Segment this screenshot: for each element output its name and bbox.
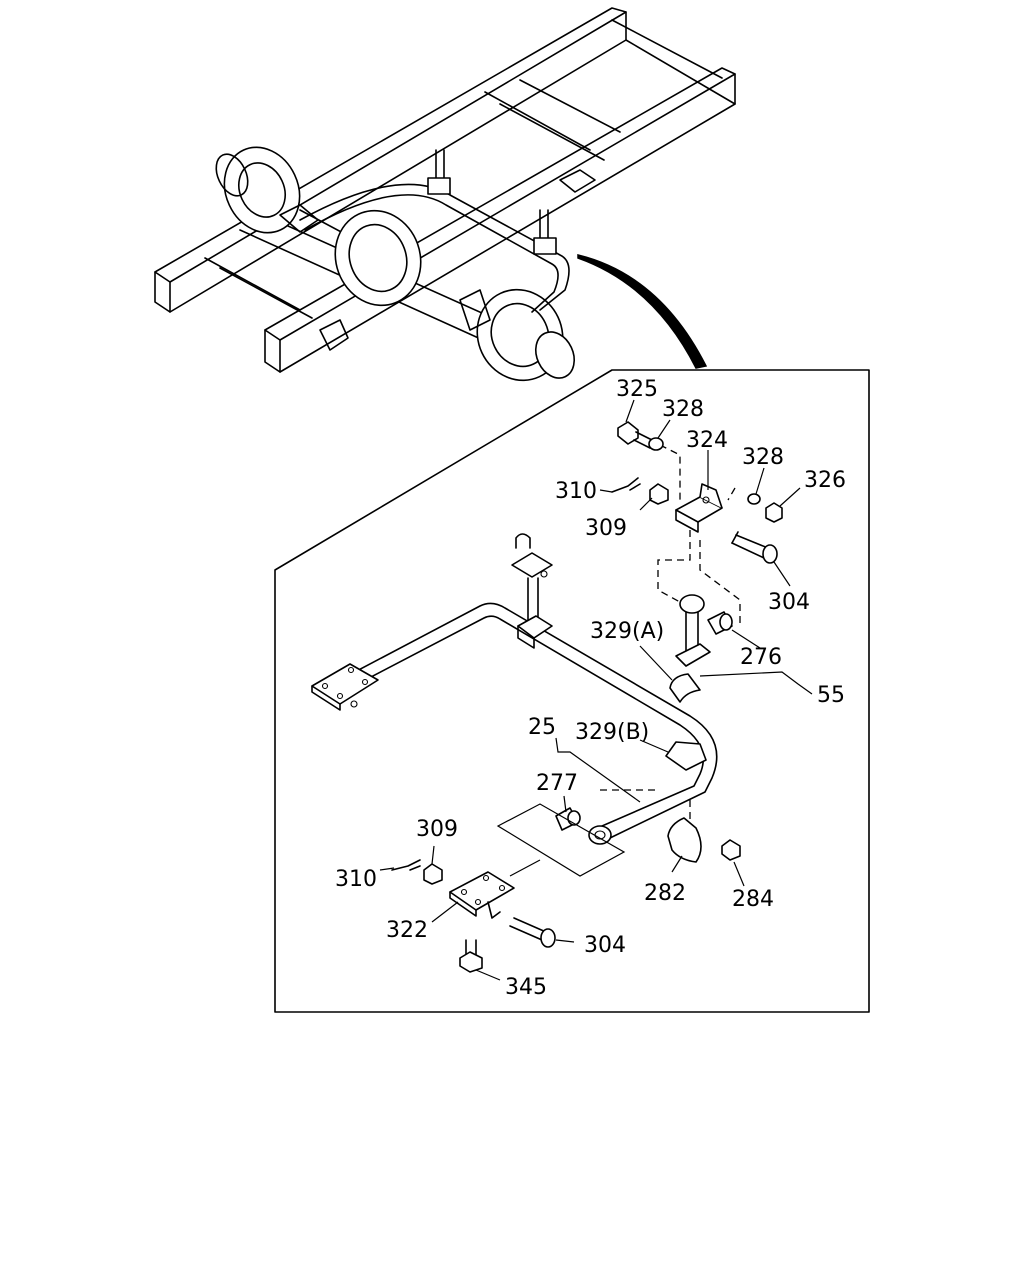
callout-55: 55 [817, 683, 845, 708]
callout-309-bottom: 309 [416, 817, 458, 842]
callouts: 325 328 324 328 326 310 309 304 329(A) 2… [335, 377, 846, 1000]
callout-25: 25 [528, 715, 556, 740]
part-304-pin-b [509, 917, 556, 948]
part-324-bracket [675, 483, 723, 533]
detail-arrow [577, 254, 708, 369]
part-310-pin-a [611, 477, 641, 493]
part-282-clamp [667, 817, 702, 863]
part-309-nut-b [423, 863, 443, 885]
part-55-link [675, 594, 711, 667]
part-329b-bushing [665, 741, 707, 771]
stabilizer-bar [311, 533, 718, 845]
callout-345: 345 [505, 975, 547, 1000]
part-345-bolt [459, 939, 483, 973]
part-277-bushing [555, 807, 581, 831]
callout-329a: 329(A) [590, 619, 664, 644]
callout-328-top: 328 [662, 397, 704, 422]
callout-309-top: 309 [585, 516, 627, 541]
exploded-guides [600, 444, 741, 820]
callout-304-top: 304 [768, 590, 810, 615]
chassis-overview [154, 7, 736, 382]
detail-panel-border [274, 369, 870, 1013]
callout-277: 277 [536, 771, 578, 796]
callout-282: 282 [644, 881, 686, 906]
callout-326: 326 [804, 468, 846, 493]
callout-304-bottom: 304 [584, 933, 626, 958]
part-326-nut [765, 502, 783, 523]
callout-324: 324 [686, 428, 728, 453]
part-322-plate [449, 871, 515, 919]
part-328-washer-b [747, 493, 761, 505]
part-310-pin-b [391, 859, 421, 871]
callout-322: 322 [386, 918, 428, 943]
callout-276: 276 [740, 645, 782, 670]
callout-325: 325 [616, 377, 658, 402]
callout-310-top: 310 [555, 479, 597, 504]
callout-284: 284 [732, 887, 774, 912]
part-309-nut-a [649, 483, 669, 505]
part-325-bolt [617, 421, 653, 449]
part-328-washer-a [648, 437, 664, 451]
callout-310-bottom: 310 [335, 867, 377, 892]
part-304-pin-a [731, 531, 778, 564]
leader-lines [379, 399, 813, 981]
part-284-bolt [721, 839, 741, 861]
part-329a-half-bushing [669, 673, 701, 703]
subassembly-leader-box [496, 803, 626, 877]
callout-328-right: 328 [742, 445, 784, 470]
callout-329b: 329(B) [575, 720, 649, 745]
part-276-bushing [707, 611, 733, 635]
